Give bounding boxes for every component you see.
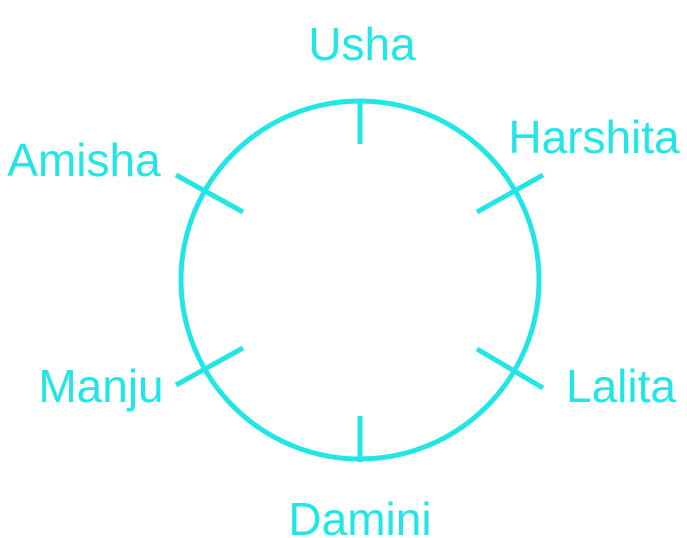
- seat-tick-manju: [174, 345, 245, 388]
- seat-label-amisha: Amisha: [7, 134, 161, 186]
- round-table: [178, 98, 542, 462]
- seat-label-lalita: Lalita: [566, 360, 676, 412]
- seat-tick-amisha: [174, 172, 245, 215]
- seat-label-manju: Manju: [38, 360, 163, 412]
- seat-label-harshita: Harshita: [508, 111, 680, 163]
- seat-label-usha: Usha: [308, 18, 416, 70]
- seat-label-damini: Damini: [288, 493, 431, 538]
- seat-tick-harshita: [475, 172, 545, 215]
- seat-tick-lalita: [475, 346, 545, 391]
